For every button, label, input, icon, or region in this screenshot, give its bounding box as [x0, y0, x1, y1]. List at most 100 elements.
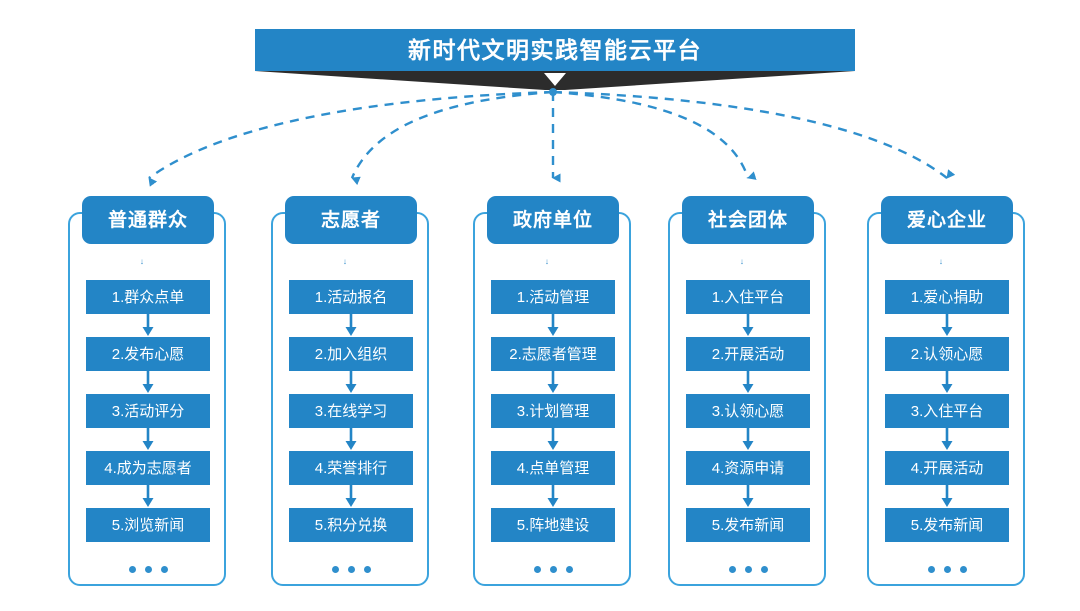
list-item[interactable]: 1.群众点单	[68, 280, 228, 314]
list-item[interactable]: 5.积分兑换	[271, 508, 431, 542]
item-box[interactable]: 2.加入组织	[289, 337, 413, 371]
ellipsis-dot	[331, 565, 339, 573]
item-label: 1.活动报名	[314, 288, 388, 306]
list-item[interactable]: 4.资源申请	[668, 451, 828, 485]
item-connector-arrow	[68, 314, 228, 337]
list-item[interactable]: 3.认领心愿	[668, 394, 828, 428]
list-item[interactable]: 4.成为志愿者	[68, 451, 228, 485]
list-item[interactable]: 2.志愿者管理	[473, 337, 633, 371]
list-item[interactable]: 3.计划管理	[473, 394, 633, 428]
item-label: 4.开展活动	[910, 459, 984, 477]
item-connector-arrow	[867, 485, 1027, 508]
list-item[interactable]: 5.阵地建设	[473, 508, 633, 542]
item-box[interactable]: 3.计划管理	[491, 394, 615, 428]
column-body: 1.入住平台 2.开展活动	[668, 244, 828, 588]
item-connector-arrow	[271, 371, 431, 394]
item-connector-arrow	[867, 428, 1027, 451]
list-item[interactable]: 3.入住平台	[867, 394, 1027, 428]
item-label: 2.发布心愿	[111, 345, 185, 363]
item-box[interactable]: 4.荣誉排行	[289, 451, 413, 485]
item-box[interactable]: 3.在线学习	[289, 394, 413, 428]
column-header-label: 社会团体	[707, 209, 788, 231]
item-connector-arrow	[473, 371, 633, 394]
item-connector-arrow	[271, 428, 431, 451]
item-box[interactable]: 5.发布新闻	[686, 508, 810, 542]
item-box[interactable]: 4.成为志愿者	[86, 451, 210, 485]
list-item[interactable]: 1.活动报名	[271, 280, 431, 314]
item-label: 3.活动评分	[111, 402, 185, 420]
connector-to-charity-enterprise	[552, 90, 956, 179]
item-box[interactable]: 1.活动管理	[491, 280, 615, 314]
list-item[interactable]: 4.开展活动	[867, 451, 1027, 485]
column-government-unit: 政府单位 1.活动管理	[473, 196, 633, 588]
ellipsis-dot	[728, 565, 736, 573]
column-body: 1.爱心捐助 2.认领心愿	[867, 244, 1027, 588]
item-box[interactable]: 3.入住平台	[885, 394, 1009, 428]
header-to-first-item-arrow	[741, 259, 743, 265]
item-box[interactable]: 5.发布新闻	[885, 508, 1009, 542]
page-title: 新时代文明实践智能云平台	[408, 36, 702, 63]
column-social-group: 社会团体 1.入住平台	[668, 196, 828, 588]
item-box[interactable]: 4.资源申请	[686, 451, 810, 485]
list-item[interactable]: 4.点单管理	[473, 451, 633, 485]
item-box[interactable]: 1.入住平台	[686, 280, 810, 314]
item-label: 1.活动管理	[516, 288, 590, 306]
list-item[interactable]: 2.发布心愿	[68, 337, 228, 371]
column-general-public: 普通群众 1.群众点单	[68, 196, 228, 588]
column-items: 1.活动管理 2.志愿者管理	[473, 280, 633, 582]
item-label: 3.计划管理	[516, 402, 590, 420]
item-box[interactable]: 5.阵地建设	[491, 508, 615, 542]
list-item[interactable]: 2.开展活动	[668, 337, 828, 371]
list-item[interactable]: 1.爱心捐助	[867, 280, 1027, 314]
list-item[interactable]: 2.认领心愿	[867, 337, 1027, 371]
item-box[interactable]: 1.活动报名	[289, 280, 413, 314]
item-box[interactable]: 3.认领心愿	[686, 394, 810, 428]
item-box[interactable]: 2.开展活动	[686, 337, 810, 371]
item-box[interactable]: 4.点单管理	[491, 451, 615, 485]
list-item[interactable]: 1.活动管理	[473, 280, 633, 314]
item-box[interactable]: 1.群众点单	[86, 280, 210, 314]
ellipsis-dot	[959, 565, 967, 573]
list-item[interactable]: 5.发布新闻	[668, 508, 828, 542]
list-item[interactable]: 2.加入组织	[271, 337, 431, 371]
list-item[interactable]: 1.入住平台	[668, 280, 828, 314]
ellipsis-dot	[943, 565, 951, 573]
chevron-down-icon	[544, 73, 566, 86]
item-connector-arrow	[668, 485, 828, 508]
item-box[interactable]: 1.爱心捐助	[885, 280, 1009, 314]
item-connector-arrow	[68, 485, 228, 508]
item-label: 3.在线学习	[314, 402, 388, 420]
item-box[interactable]: 2.志愿者管理	[491, 337, 615, 371]
item-label: 5.积分兑换	[314, 516, 388, 534]
list-item[interactable]: 4.荣誉排行	[271, 451, 431, 485]
platform-title-banner: 新时代文明实践智能云平台	[255, 29, 855, 91]
role-columns: 普通群众 1.群众点单	[0, 196, 1080, 596]
item-box[interactable]: 5.积分兑换	[289, 508, 413, 542]
column-header-government-unit[interactable]: 政府单位	[487, 196, 619, 244]
more-items-ellipsis	[867, 556, 1027, 582]
item-label: 1.群众点单	[111, 288, 185, 306]
item-label: 2.志愿者管理	[509, 345, 597, 363]
column-header-social-group[interactable]: 社会团体	[682, 196, 814, 244]
item-box[interactable]: 4.开展活动	[885, 451, 1009, 485]
list-item[interactable]: 3.在线学习	[271, 394, 431, 428]
item-box[interactable]: 2.发布心愿	[86, 337, 210, 371]
item-box[interactable]: 5.浏览新闻	[86, 508, 210, 542]
item-label: 1.爱心捐助	[910, 288, 984, 306]
item-connector-arrow	[668, 314, 828, 337]
more-items-ellipsis	[271, 556, 431, 582]
list-item[interactable]: 3.活动评分	[68, 394, 228, 428]
column-header-general-public[interactable]: 普通群众	[82, 196, 214, 244]
list-item[interactable]: 5.浏览新闻	[68, 508, 228, 542]
item-label: 4.成为志愿者	[104, 459, 192, 477]
list-item[interactable]: 5.发布新闻	[867, 508, 1027, 542]
item-label: 2.认领心愿	[910, 345, 984, 363]
column-header-label: 爱心企业	[906, 209, 987, 231]
item-connector-arrow	[867, 314, 1027, 337]
column-header-volunteer[interactable]: 志愿者	[285, 196, 417, 244]
item-label: 2.开展活动	[711, 345, 785, 363]
column-items: 1.活动报名 2.加入组织	[271, 280, 431, 582]
item-box[interactable]: 3.活动评分	[86, 394, 210, 428]
column-header-charity-enterprise[interactable]: 爱心企业	[881, 196, 1013, 244]
item-box[interactable]: 2.认领心愿	[885, 337, 1009, 371]
